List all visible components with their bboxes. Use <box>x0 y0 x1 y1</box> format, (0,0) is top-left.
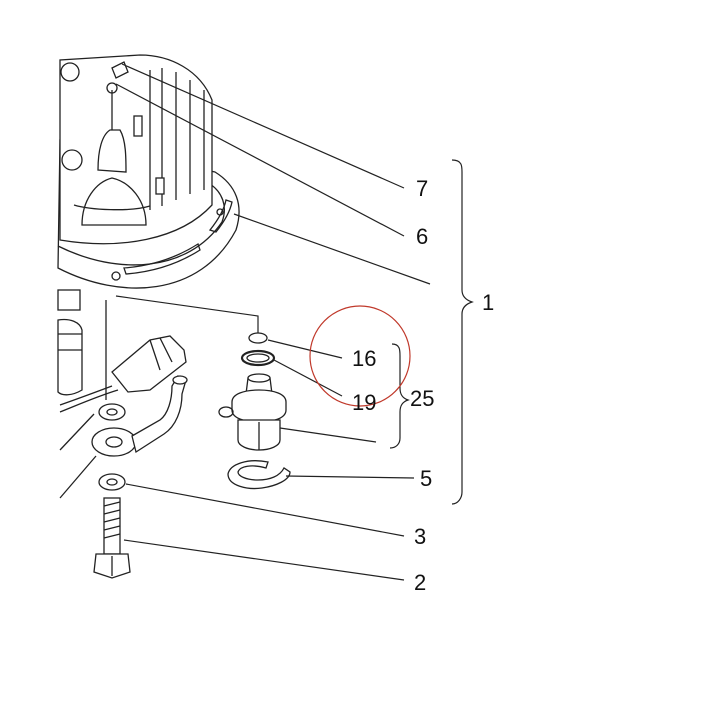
callout-19: 19 <box>352 390 376 415</box>
callout-1: 1 <box>482 290 494 315</box>
circlip-part-5 <box>227 460 291 490</box>
bracket-item-1 <box>451 159 474 505</box>
callout-7: 7 <box>416 176 428 201</box>
callout-2: 2 <box>414 570 426 595</box>
washer-part-3 <box>98 473 126 491</box>
bolt-part-2 <box>93 497 131 579</box>
callout-6: 6 <box>416 224 428 249</box>
callout-25: 25 <box>410 386 434 411</box>
highlight-circle <box>309 305 411 407</box>
pressure-regulator-part-25 <box>218 373 287 451</box>
callout-16: 16 <box>352 346 376 371</box>
banjo-fitting <box>59 375 188 499</box>
pump-housing <box>57 54 240 289</box>
callout-5: 5 <box>420 466 432 491</box>
callout-3: 3 <box>414 524 426 549</box>
o-ring-part-16 <box>248 332 268 344</box>
seal-ring-part-19 <box>240 349 276 367</box>
lower-pump-body <box>57 289 187 413</box>
bracket-item-25 <box>389 343 410 449</box>
leader-lines <box>115 63 431 581</box>
